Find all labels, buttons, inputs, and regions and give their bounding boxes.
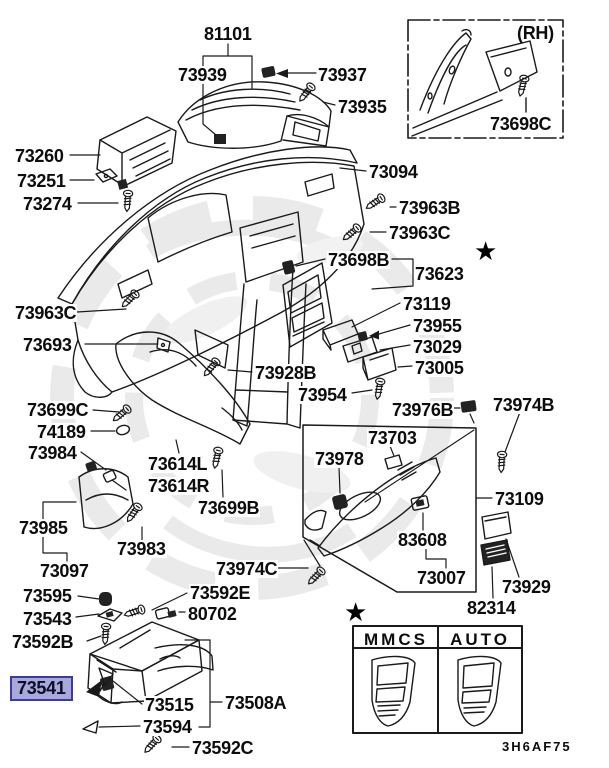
part-label-81101[interactable]: 81101 bbox=[203, 24, 253, 44]
part-label-73592C[interactable]: 73592C bbox=[191, 738, 255, 758]
part-label-73955[interactable]: 73955 bbox=[412, 316, 463, 336]
part-label-73595[interactable]: 73595 bbox=[22, 586, 73, 606]
part-label-73984[interactable]: 73984 bbox=[27, 443, 78, 463]
part-label-73541[interactable]: 73541 bbox=[10, 676, 73, 701]
part-label-73005[interactable]: 73005 bbox=[414, 358, 465, 378]
part-label-73698B[interactable]: 73698B bbox=[327, 250, 391, 270]
rh-pillar-trim-part bbox=[411, 28, 538, 137]
part-label-73592E[interactable]: 73592E bbox=[189, 583, 252, 603]
part-label-73963C[interactable]: 73963C bbox=[14, 303, 78, 323]
part-label-73928B[interactable]: 73928B bbox=[254, 363, 318, 383]
part-label-73929[interactable]: 73929 bbox=[501, 577, 552, 597]
star-marker: ★ bbox=[474, 237, 498, 267]
part-label-73614R[interactable]: 73614R bbox=[147, 476, 211, 496]
part-label-73251[interactable]: 73251 bbox=[16, 171, 67, 191]
table-header-auto: AUTO bbox=[450, 630, 510, 649]
part-label-73963B[interactable]: 73963B bbox=[398, 198, 462, 218]
part-label-73954[interactable]: 73954 bbox=[297, 385, 348, 405]
auto-panel-sketch bbox=[457, 655, 502, 727]
star-marker: ★ bbox=[344, 598, 368, 628]
part-label-73699B[interactable]: 73699B bbox=[197, 498, 261, 518]
part-label-73939[interactable]: 73939 bbox=[177, 65, 228, 85]
column-visor-part bbox=[78, 468, 134, 530]
part-label-73703[interactable]: 73703 bbox=[367, 428, 418, 448]
knee-bolster-part bbox=[115, 331, 251, 445]
part-label-73119[interactable]: 73119 bbox=[402, 294, 452, 314]
part-label-74189[interactable]: 74189 bbox=[36, 422, 87, 442]
part-label-73693[interactable]: 73693 bbox=[22, 335, 73, 355]
part-label-73978[interactable]: 73978 bbox=[314, 449, 365, 469]
vent-grille-part bbox=[480, 539, 511, 566]
part-label-73983[interactable]: 73983 bbox=[116, 539, 167, 559]
part-label-73974B[interactable]: 73974B bbox=[492, 395, 556, 415]
lower-cover-part bbox=[304, 457, 441, 557]
instrument-hood-part bbox=[177, 81, 332, 149]
part-label-73508A[interactable]: 73508A bbox=[224, 693, 288, 713]
relay-box-part bbox=[96, 116, 177, 190]
part-label-73614L[interactable]: 73614L bbox=[147, 454, 209, 474]
part-label-73592B[interactable]: 73592B bbox=[11, 632, 75, 652]
part-label-73094[interactable]: 73094 bbox=[368, 162, 419, 182]
part-label-73699C[interactable]: 73699C bbox=[26, 400, 90, 420]
center-panel-part bbox=[282, 262, 333, 348]
table-header-mmcs: MMCS bbox=[364, 630, 428, 649]
part-label-82314[interactable]: 82314 bbox=[466, 598, 517, 618]
part-label-73515[interactable]: 73515 bbox=[144, 695, 195, 715]
diagram-code: 3H6AF75 bbox=[502, 739, 572, 754]
part-label-73097[interactable]: 73097 bbox=[39, 561, 90, 581]
part-label-73007[interactable]: 73007 bbox=[416, 568, 467, 588]
part-label-73963C[interactable]: 73963C bbox=[388, 223, 452, 243]
part-label-73594[interactable]: 73594 bbox=[142, 717, 193, 737]
variant-table bbox=[352, 625, 523, 734]
part-label-83608[interactable]: 83608 bbox=[397, 530, 448, 550]
ashtray-group-parts bbox=[322, 319, 397, 381]
part-label-73274[interactable]: 73274 bbox=[22, 194, 73, 214]
watermark bbox=[50, 196, 454, 600]
part-label-80702[interactable]: 80702 bbox=[187, 604, 238, 624]
part-label-73976B[interactable]: 73976B bbox=[391, 400, 455, 420]
part-label-73109[interactable]: 73109 bbox=[494, 489, 545, 509]
part-label-73698C[interactable]: 73698C bbox=[489, 114, 553, 134]
switch-lid-part bbox=[481, 511, 512, 540]
part-label-73937[interactable]: 73937 bbox=[317, 65, 368, 85]
part-label-73029[interactable]: 73029 bbox=[412, 337, 463, 357]
part-label-73543[interactable]: 73543 bbox=[22, 609, 73, 629]
part-label-73985[interactable]: 73985 bbox=[18, 518, 69, 538]
part-label-73974C[interactable]: 73974C bbox=[215, 559, 279, 579]
part-label-73260[interactable]: 73260 bbox=[14, 146, 65, 166]
inset-caption: (RH) bbox=[517, 23, 554, 43]
mmcs-panel-sketch bbox=[371, 655, 416, 727]
part-label-73623[interactable]: 73623 bbox=[414, 264, 465, 284]
part-label-73935[interactable]: 73935 bbox=[337, 97, 388, 117]
